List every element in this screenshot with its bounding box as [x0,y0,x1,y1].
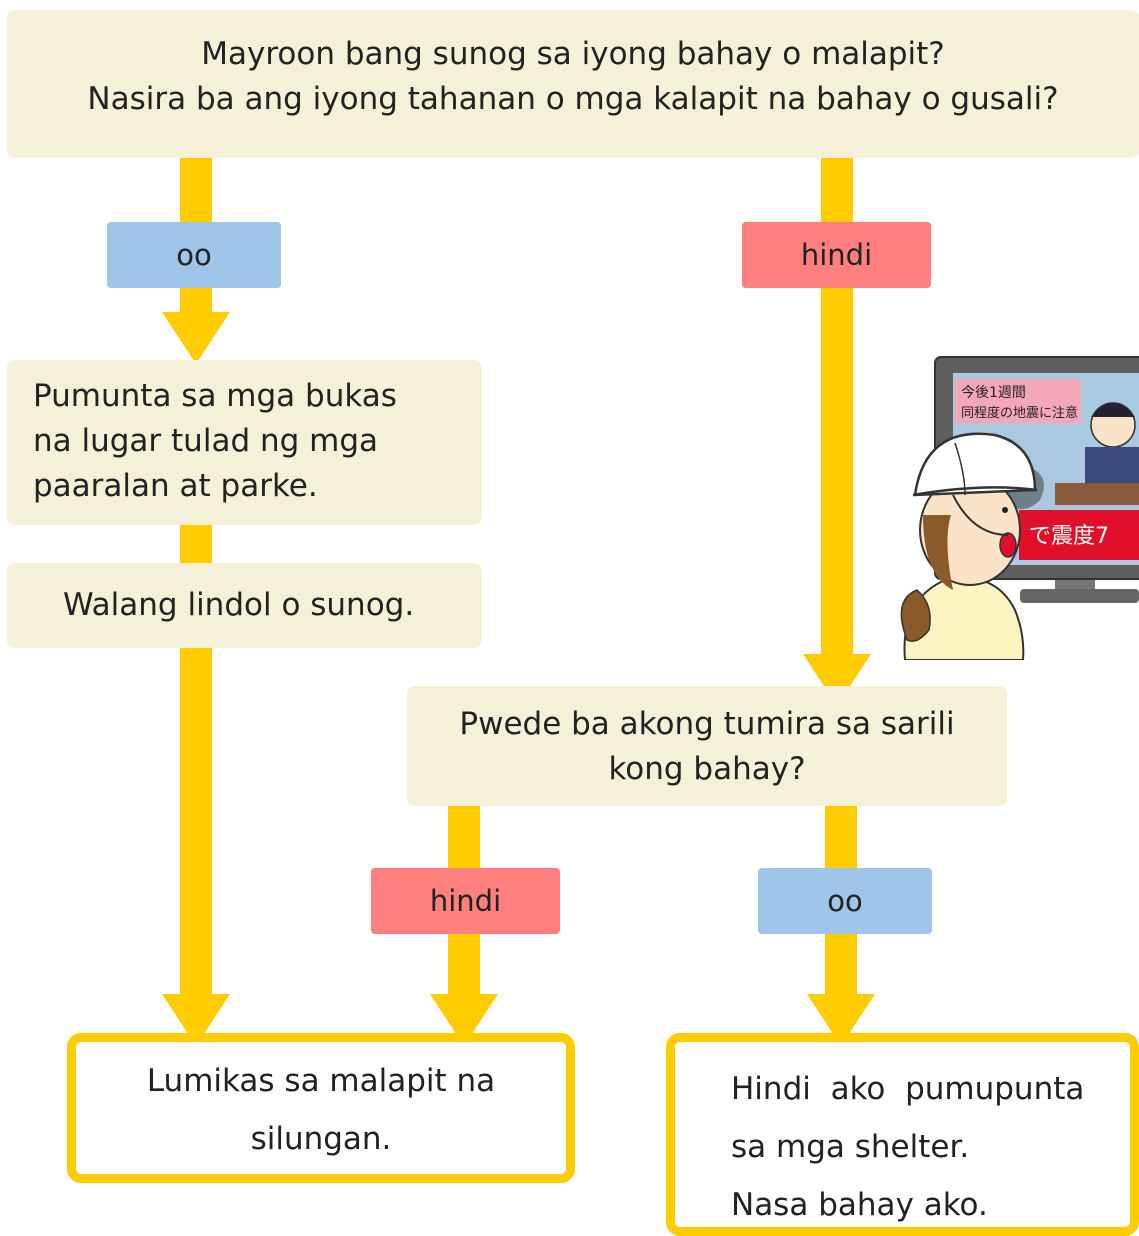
connector-q1-to-no [821,158,853,222]
outcome-evacuate-box: Lumikas sa malapit na silungan. [67,1033,575,1183]
outcome-evacuate-line2: silungan. [250,1121,392,1157]
open-area-box: Pumunta sa mga bukas na lugar tulad ng m… [7,360,482,525]
outcome-stay-line3: Nasa bahay ako. [731,1187,988,1223]
connector-no2-to-evacuate [448,934,480,998]
tv-banner-text: で震度7 [1029,524,1109,549]
connector-yes2-to-stay [825,934,857,998]
branch2-no-label: hindi [371,868,560,934]
question2-line2: kong bahay? [608,750,806,787]
connector-no-to-q2 [821,288,853,658]
branch1-no-label: hindi [742,222,931,288]
open-area-line3: paaralan at parke. [33,467,318,504]
outcome-stay-line1: Hindi ako pumupunta [731,1071,1085,1107]
question2-line1: Pwede ba akong tumira sa sarili [459,706,955,742]
outcome-stay-line2: sa mga shelter. [731,1129,970,1165]
branch1-yes-label: oo [107,222,281,288]
outcome-evacuate-line1: Lumikas sa malapit na [146,1063,496,1099]
open-area-line2: na lugar tulad ng mga [33,422,379,459]
question2-box: Pwede ba akong tumira sa sarili kong bah… [407,686,1007,806]
connector-yes-to-openarea [180,288,212,316]
no-quake-box: Walang lindol o sunog. [7,563,482,648]
connector-noquake-to-evacuate [180,648,212,998]
tv-news-illustration: 今後1週間 同程度の地震に注意 で震度7 [895,355,1139,661]
arrow-to-open-area [162,312,230,364]
connector-q1-to-yes [180,158,212,222]
connector-q2-to-yes [825,806,857,868]
no-quake-text: Walang lindol o sunog. [63,587,415,623]
connector-openarea-to-noquake [180,525,212,563]
branch2-yes-label: oo [758,868,932,934]
tv-caption-line2: 同程度の地震に注意 [961,405,1078,421]
question1-line2: Nasira ba ang iyong tahanan o mga kalapi… [87,80,1059,117]
question1-line1: Mayroon bang sunog sa iyong bahay o mala… [201,36,945,72]
question1-box: Mayroon bang sunog sa iyong bahay o mala… [7,10,1139,158]
open-area-line1: Pumunta sa mga bukas [33,378,397,414]
tv-caption-line1: 今後1週間 [961,385,1026,401]
outcome-stay-home-box: Hindi ako pumupunta sa mga shelter. Nasa… [666,1033,1139,1236]
connector-q2-to-no [448,806,480,868]
